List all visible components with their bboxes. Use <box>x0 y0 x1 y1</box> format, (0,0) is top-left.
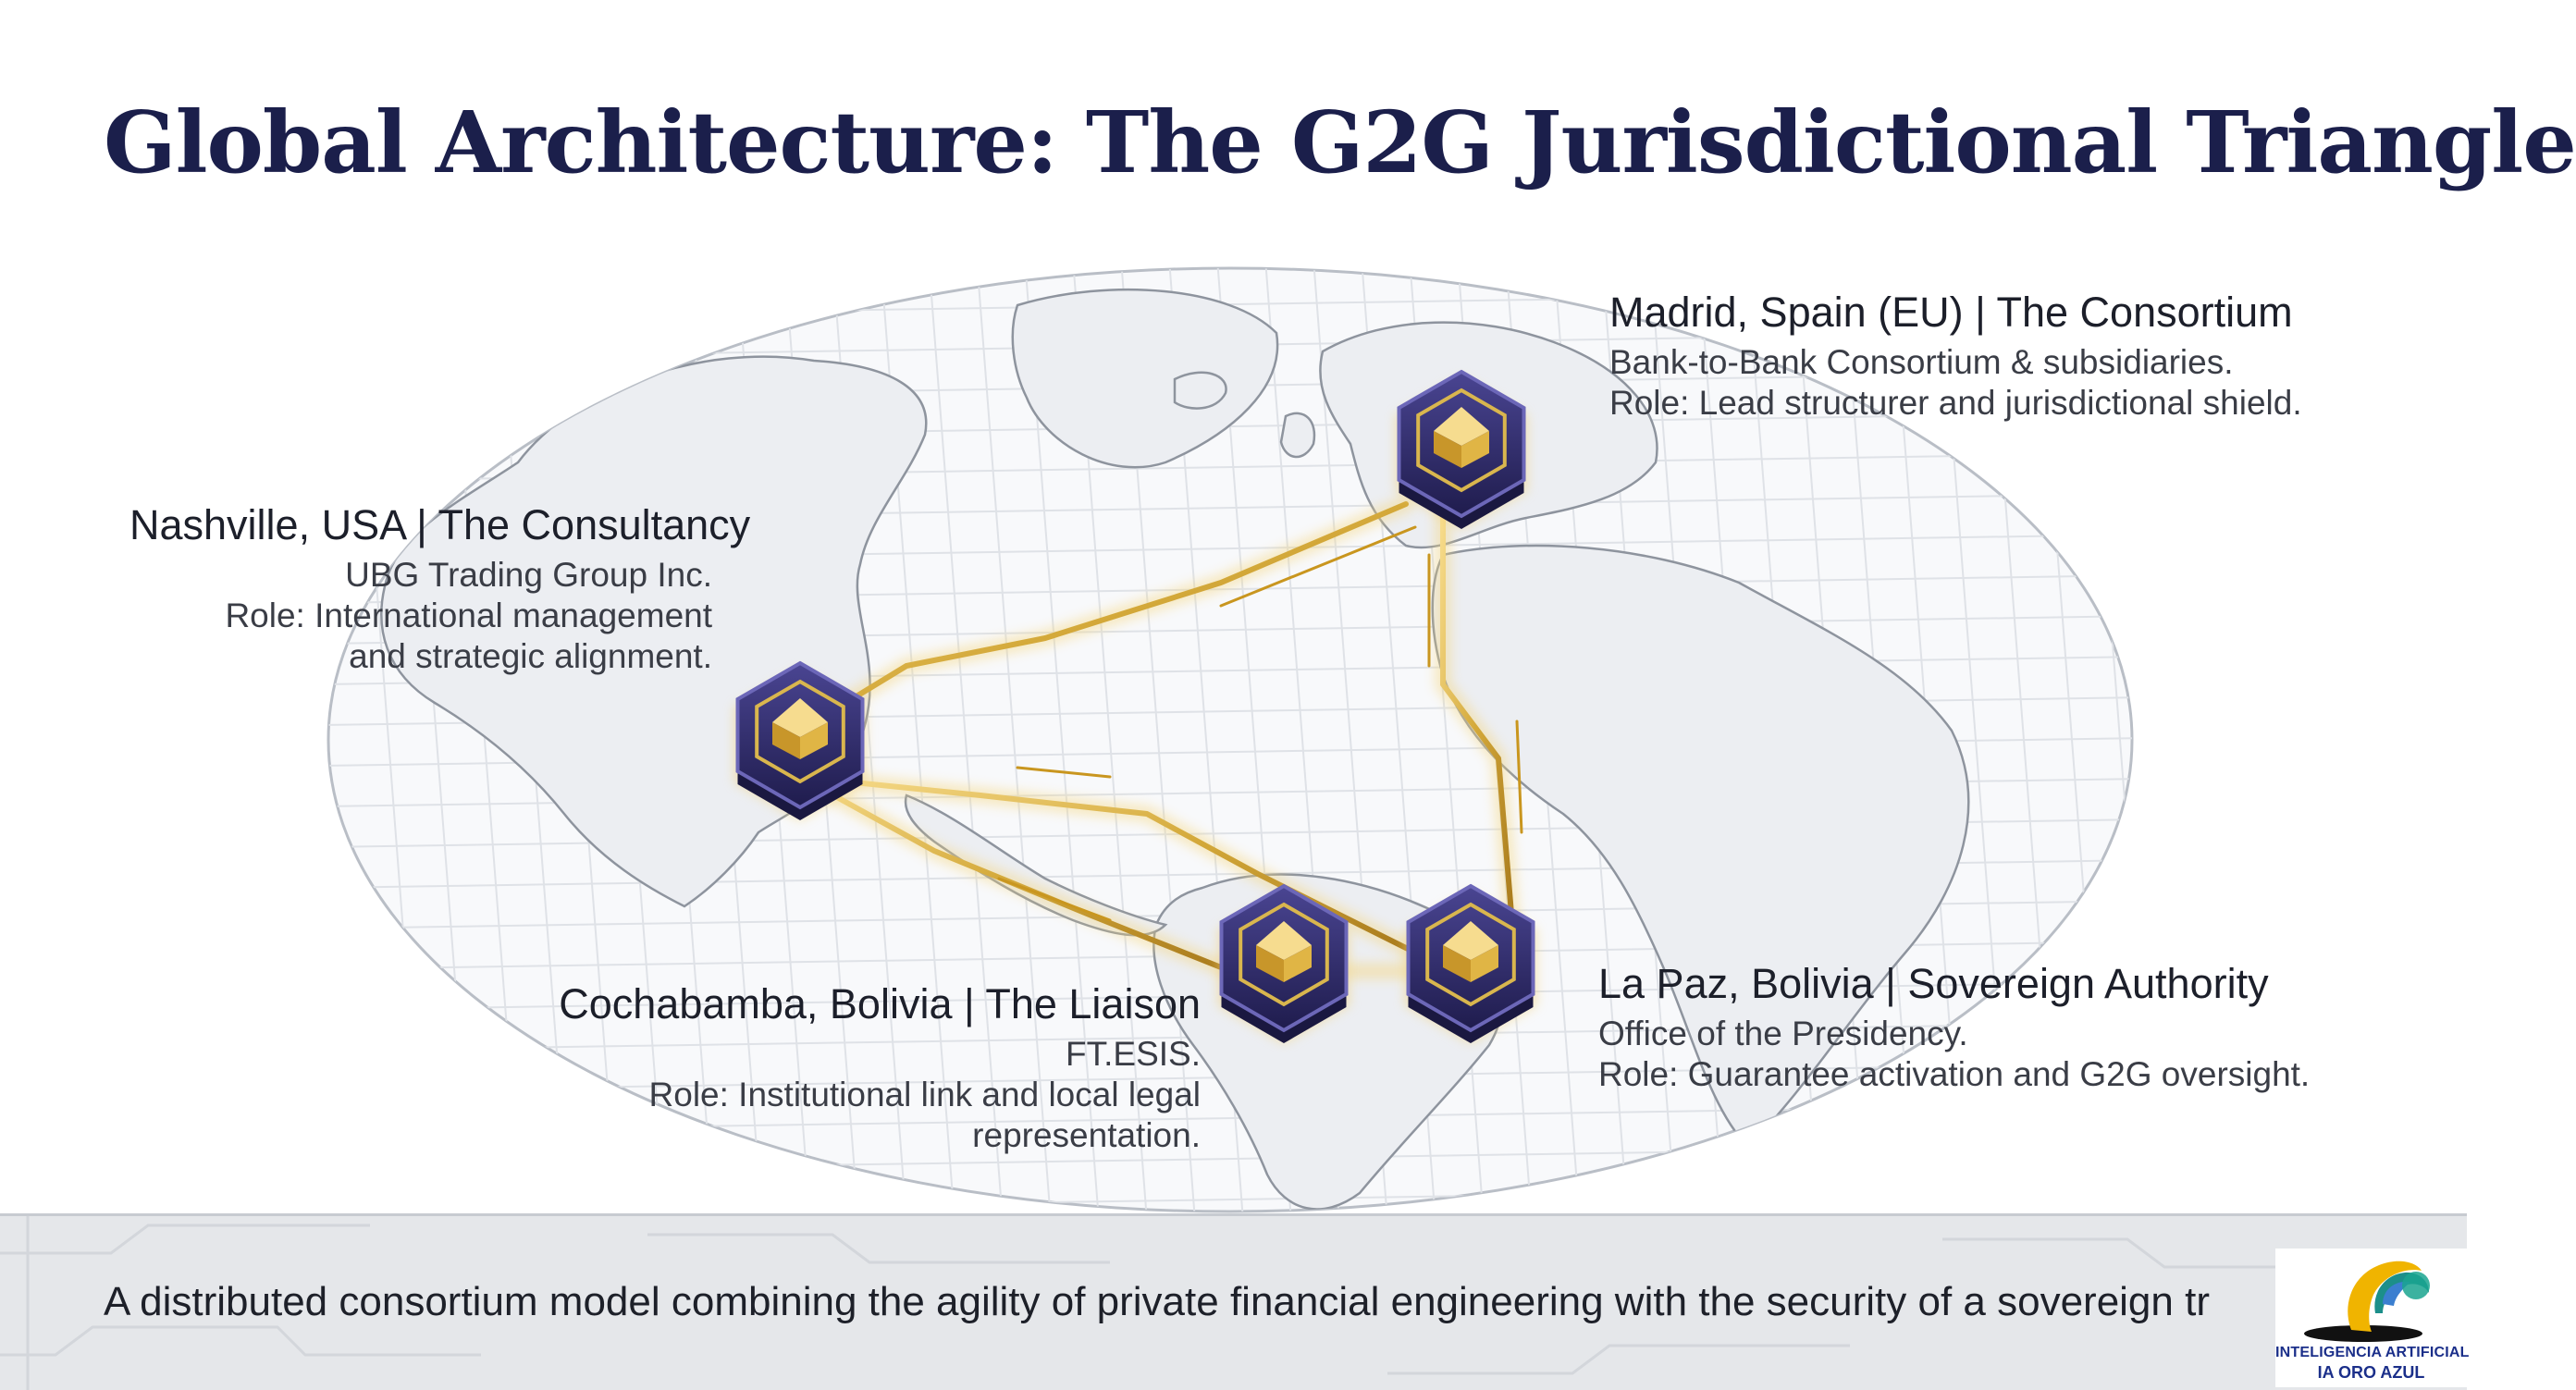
world-map-diagram <box>327 266 2134 1213</box>
node-nashville-line2: Role: International management <box>225 597 712 634</box>
node-lapaz-heading: La Paz, Bolivia | Sovereign Authority <box>1598 960 2269 1007</box>
page-title: Global Architecture: The G2G Jurisdictio… <box>104 92 2576 192</box>
hex-node-madrid <box>1396 369 1527 529</box>
continent-british-isles <box>1279 412 1316 459</box>
node-nashville-line1: UBG Trading Group Inc. <box>345 556 712 594</box>
footer-text: A distributed consortium model combining… <box>104 1279 2210 1324</box>
continent-iceland <box>1173 371 1227 410</box>
node-cochabamba-line1: FT.ESIS. <box>1066 1035 1201 1073</box>
hex-node-cochabamba <box>1218 883 1350 1043</box>
node-madrid-text: Madrid, Spain (EU) | The Consortium Bank… <box>1609 289 2302 424</box>
node-lapaz-line2: Role: Guarantee activation and G2G overs… <box>1598 1055 2311 1093</box>
continent-greenland <box>1011 288 1279 469</box>
node-lapaz-text: La Paz, Bolivia | Sovereign Authority Of… <box>1598 960 2310 1095</box>
node-lapaz-line1: Office of the Presidency. <box>1598 1015 1968 1052</box>
node-nashville-heading: Nashville, USA | The Consultancy <box>129 501 751 548</box>
slide: Global Architecture: The G2G Jurisdictio… <box>0 92 2576 1390</box>
node-cochabamba-text: Cochabamba, Bolivia | The Liaison FT.ESI… <box>518 980 1201 1156</box>
brand-logo: INTELIGENCIA ARTIFICIAL IA ORO AZUL <box>2275 1249 2470 1387</box>
node-nashville-line3: and strategic alignment. <box>349 637 712 675</box>
node-cochabamba-heading: Cochabamba, Bolivia | The Liaison <box>559 980 1201 1027</box>
footer-banner: A distributed consortium model combining… <box>0 1213 2467 1390</box>
node-madrid-heading: Madrid, Spain (EU) | The Consortium <box>1609 289 2293 336</box>
logo-line1: INTELIGENCIA ARTIFICIAL <box>2275 1345 2470 1360</box>
node-nashville-text: Nashville, USA | The Consultancy UBG Tra… <box>129 501 751 677</box>
hex-nodes <box>734 369 1536 1043</box>
hex-node-nashville <box>734 660 866 820</box>
connections-accents <box>997 525 1523 922</box>
logo-mark-icon <box>2304 1261 2430 1342</box>
node-madrid-line1: Bank-to-Bank Consortium & subsidiaries. <box>1609 343 2234 381</box>
node-madrid-line2: Role: Lead structurer and jurisdictional… <box>1609 384 2302 422</box>
hex-node-lapaz <box>1405 883 1536 1043</box>
node-cochabamba-line2: Role: Institutional link and local legal <box>648 1076 1201 1113</box>
logo-line2: IA ORO AZUL <box>2317 1363 2425 1382</box>
node-cochabamba-line3: representation. <box>972 1116 1201 1154</box>
circuit-pattern <box>0 1216 2294 1390</box>
